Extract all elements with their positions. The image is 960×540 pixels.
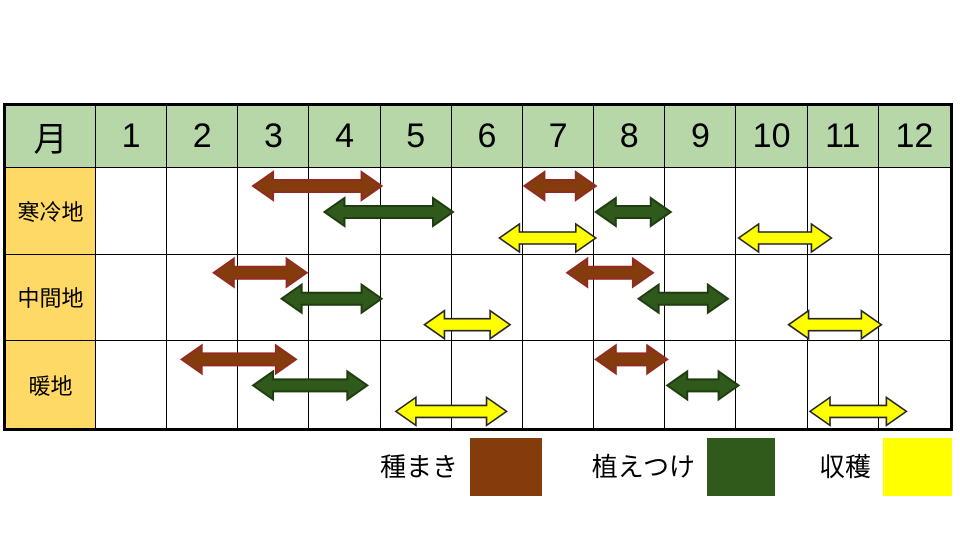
calendar-cell — [380, 341, 452, 428]
calendar-cell — [594, 168, 666, 255]
calendar-cell — [238, 254, 310, 342]
calendar-cell — [167, 341, 239, 428]
region-label-cell-1: 寒冷地 — [6, 168, 96, 255]
calendar-cell — [451, 341, 523, 428]
calendar-cell — [736, 254, 808, 342]
calendar-cell — [309, 341, 381, 428]
calendar-cell — [594, 341, 666, 428]
month-header-cell-7: 7 — [522, 106, 595, 168]
calendar-cell — [167, 254, 239, 342]
month-axis-title-cell: 月 — [6, 106, 96, 168]
month-header-cell-9: 9 — [665, 106, 737, 168]
calendar-cell — [380, 168, 452, 255]
legend-swatch-plant — [707, 438, 775, 496]
calendar-cell — [807, 341, 879, 428]
calendar-cell — [96, 254, 168, 342]
calendar-cell — [522, 254, 595, 342]
calendar-cell — [96, 168, 168, 255]
month-header-cell-12: 12 — [878, 106, 950, 168]
calendar-cell — [594, 254, 666, 342]
calendar-cell — [309, 168, 381, 255]
month-header-cell-3: 3 — [238, 106, 310, 168]
calendar-cell — [665, 341, 737, 428]
legend-swatch-sow — [470, 438, 542, 496]
calendar-cell — [736, 341, 808, 428]
month-header-cell-11: 11 — [807, 106, 879, 168]
legend-label-plant: 植えつけ — [591, 452, 695, 482]
calendar-cell — [878, 254, 950, 342]
calendar-cell — [736, 168, 808, 255]
calendar-cell — [451, 168, 523, 255]
region-label-cell-3: 暖地 — [6, 341, 96, 428]
calendar-cell — [309, 254, 381, 342]
calendar-cell — [238, 341, 310, 428]
calendar-cell — [807, 254, 879, 342]
legend-label-sow: 種まき — [379, 452, 458, 482]
calendar-cell — [238, 168, 310, 255]
calendar-cell — [167, 168, 239, 255]
month-header-cell-5: 5 — [380, 106, 452, 168]
calendar-cell — [380, 254, 452, 342]
calendar-cell — [665, 254, 737, 342]
calendar-cell — [522, 168, 595, 255]
calendar-cell — [451, 254, 523, 342]
month-header-cell-1: 1 — [96, 106, 168, 168]
calendar-cell — [878, 341, 950, 428]
month-header-cell-6: 6 — [451, 106, 523, 168]
month-header-cell-4: 4 — [309, 106, 381, 168]
calendar-cell — [665, 168, 737, 255]
legend-label-harvest: 収穫 — [818, 452, 871, 482]
calendar-cell — [807, 168, 879, 255]
calendar-cell — [96, 341, 168, 428]
calendar-cell — [522, 341, 595, 428]
legend-swatch-harvest — [883, 438, 952, 496]
region-label-cell-2: 中間地 — [6, 254, 96, 342]
month-header-cell-10: 10 — [736, 106, 808, 168]
month-header-cell-8: 8 — [594, 106, 666, 168]
month-header-cell-2: 2 — [167, 106, 239, 168]
calendar-cell — [878, 168, 950, 255]
